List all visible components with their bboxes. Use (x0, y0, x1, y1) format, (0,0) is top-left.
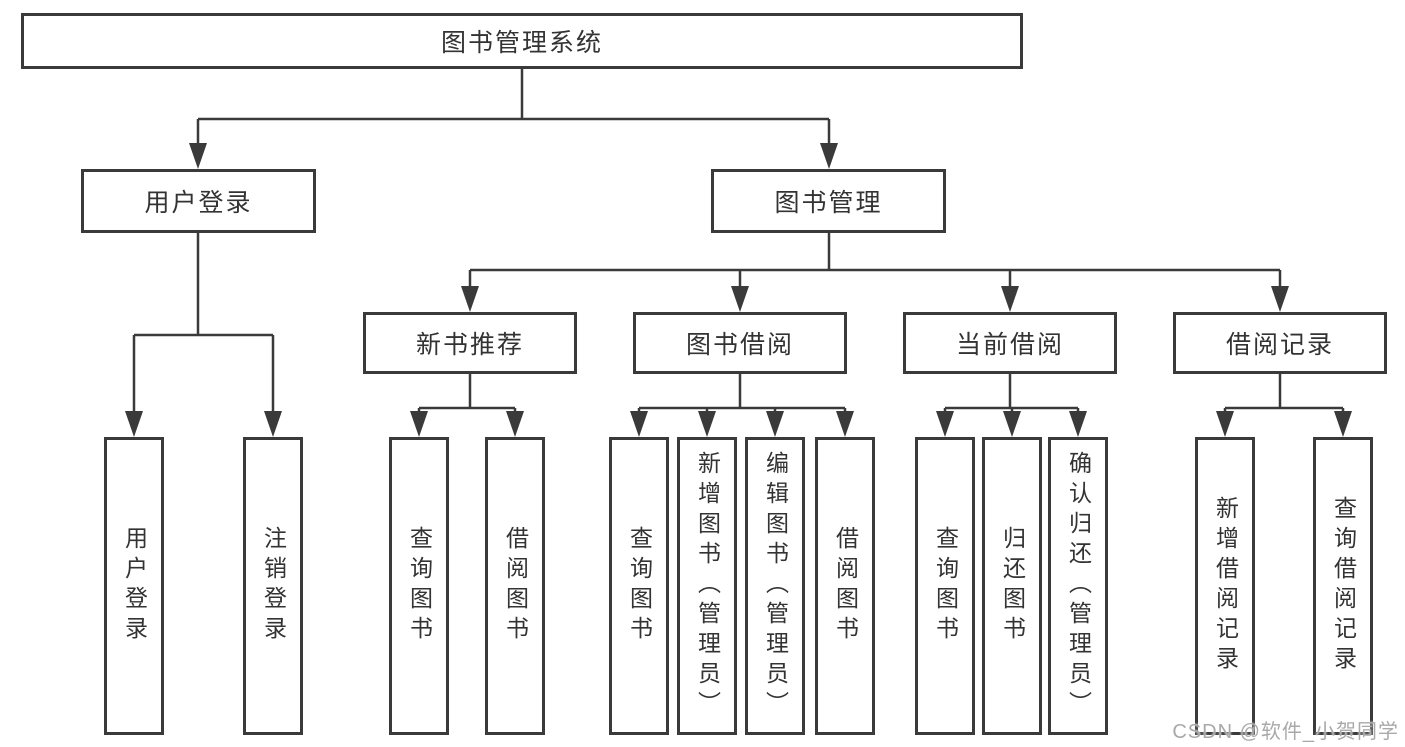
leaf-records-query-record: 查询借阅记录 (1313, 437, 1373, 735)
leaf-borrow-query-book: 查询图书 (609, 437, 669, 735)
node-new-book-recommend: 新书推荐 (363, 312, 577, 374)
watermark: CSDN @软件_小贺同学 (1172, 721, 1399, 743)
node-book-borrow: 图书借阅 (633, 312, 847, 374)
leaf-records-add-record: 新增借阅记录 (1195, 437, 1255, 735)
node-current-borrow: 当前借阅 (903, 312, 1117, 374)
leaf-current-query-book: 查询图书 (915, 437, 975, 735)
leaf-logout: 注销登录 (243, 437, 303, 735)
leaf-recommend-borrow-book: 借阅图书 (485, 437, 545, 735)
leaf-current-return-book: 归还图书 (982, 437, 1042, 735)
leaf-current-confirm-return-admin: 确认归还（管理员） (1048, 437, 1108, 735)
leaf-borrow-borrow-book: 借阅图书 (815, 437, 875, 735)
node-user-login: 用户登录 (81, 169, 316, 233)
node-library-system: 图书管理系统 (21, 13, 1023, 69)
leaf-borrow-edit-book-admin: 编辑图书（管理员） (745, 437, 805, 735)
node-book-management: 图书管理 (711, 169, 946, 233)
node-borrow-records: 借阅记录 (1173, 312, 1387, 374)
leaf-user-login: 用户登录 (104, 437, 164, 735)
leaf-borrow-add-book-admin: 新增图书（管理员） (677, 437, 737, 735)
leaf-recommend-query-book: 查询图书 (389, 437, 449, 735)
